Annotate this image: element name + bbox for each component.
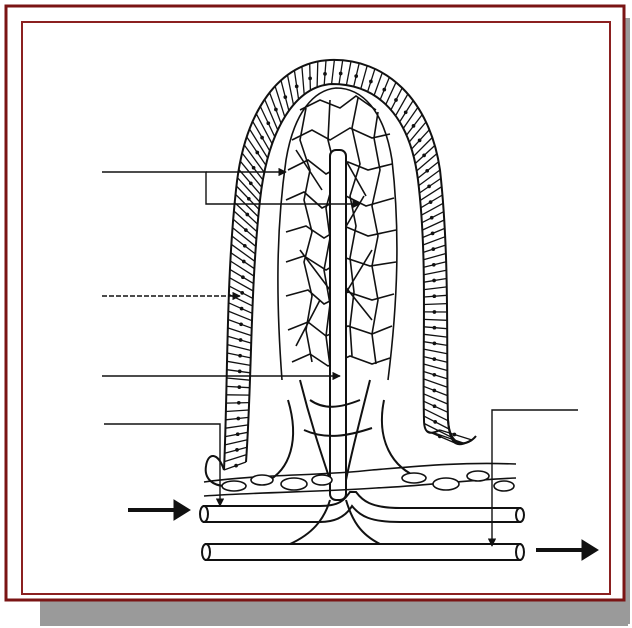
- cell-nucleus: [239, 370, 241, 372]
- cell-nucleus: [296, 85, 298, 87]
- cell-nucleus: [433, 374, 435, 376]
- cell-nucleus: [428, 185, 430, 187]
- cell-nucleus: [238, 402, 240, 404]
- cell-nucleus: [238, 386, 240, 388]
- cell-nucleus: [252, 167, 254, 169]
- venule: [206, 544, 520, 560]
- cell-nucleus: [429, 201, 431, 203]
- cell-nucleus: [433, 311, 435, 313]
- cell-nucleus: [250, 182, 252, 184]
- cell-nucleus: [239, 339, 241, 341]
- cell-nucleus: [412, 125, 414, 127]
- cell-nucleus: [239, 355, 241, 357]
- cell-nucleus: [261, 136, 263, 138]
- cell-nucleus: [267, 122, 269, 124]
- cell-nucleus: [275, 108, 277, 110]
- cell-nucleus: [243, 260, 245, 262]
- cell-nucleus: [256, 151, 258, 153]
- cell-nucleus: [426, 170, 428, 172]
- cell-nucleus: [431, 232, 433, 234]
- cell-nucleus: [418, 139, 420, 141]
- cell-nucleus: [431, 217, 433, 219]
- cell-nucleus: [240, 307, 242, 309]
- cell-nucleus: [245, 229, 247, 231]
- cell-nucleus: [405, 111, 407, 113]
- cell-nucleus: [355, 75, 357, 77]
- cell-nucleus: [432, 248, 434, 250]
- cell-nucleus: [433, 264, 435, 266]
- cell-nucleus: [395, 99, 397, 101]
- cell-nucleus: [237, 433, 239, 435]
- cell-nucleus: [246, 213, 248, 215]
- epithelial-cell-wall: [424, 319, 447, 320]
- cell-nucleus: [433, 405, 435, 407]
- cell-nucleus: [383, 88, 385, 90]
- cell-nucleus: [284, 96, 286, 98]
- cell-nucleus: [235, 464, 237, 466]
- cell-nucleus: [241, 292, 243, 294]
- cell-nucleus: [433, 279, 435, 281]
- cell-nucleus: [237, 417, 239, 419]
- central-lacteal: [330, 150, 346, 500]
- cell-nucleus: [324, 73, 326, 75]
- epithelial-cell-wall: [424, 304, 447, 305]
- cell-nucleus: [433, 327, 435, 329]
- cell-nucleus: [309, 77, 311, 79]
- cell-nucleus: [340, 72, 342, 74]
- cell-nucleus: [244, 245, 246, 247]
- cell-nucleus: [248, 198, 250, 200]
- epithelial-cell-wall: [317, 62, 318, 88]
- cell-nucleus: [433, 342, 435, 344]
- cell-nucleus: [240, 323, 242, 325]
- cell-nucleus: [433, 295, 435, 297]
- cell-nucleus: [453, 433, 455, 435]
- cell-nucleus: [423, 154, 425, 156]
- cell-nucleus: [370, 80, 372, 82]
- cell-nucleus: [433, 389, 435, 391]
- cell-nucleus: [242, 276, 244, 278]
- cell-nucleus: [236, 449, 238, 451]
- cell-nucleus: [434, 421, 436, 423]
- lacteal-tube: [330, 150, 346, 500]
- cell-nucleus: [433, 358, 435, 360]
